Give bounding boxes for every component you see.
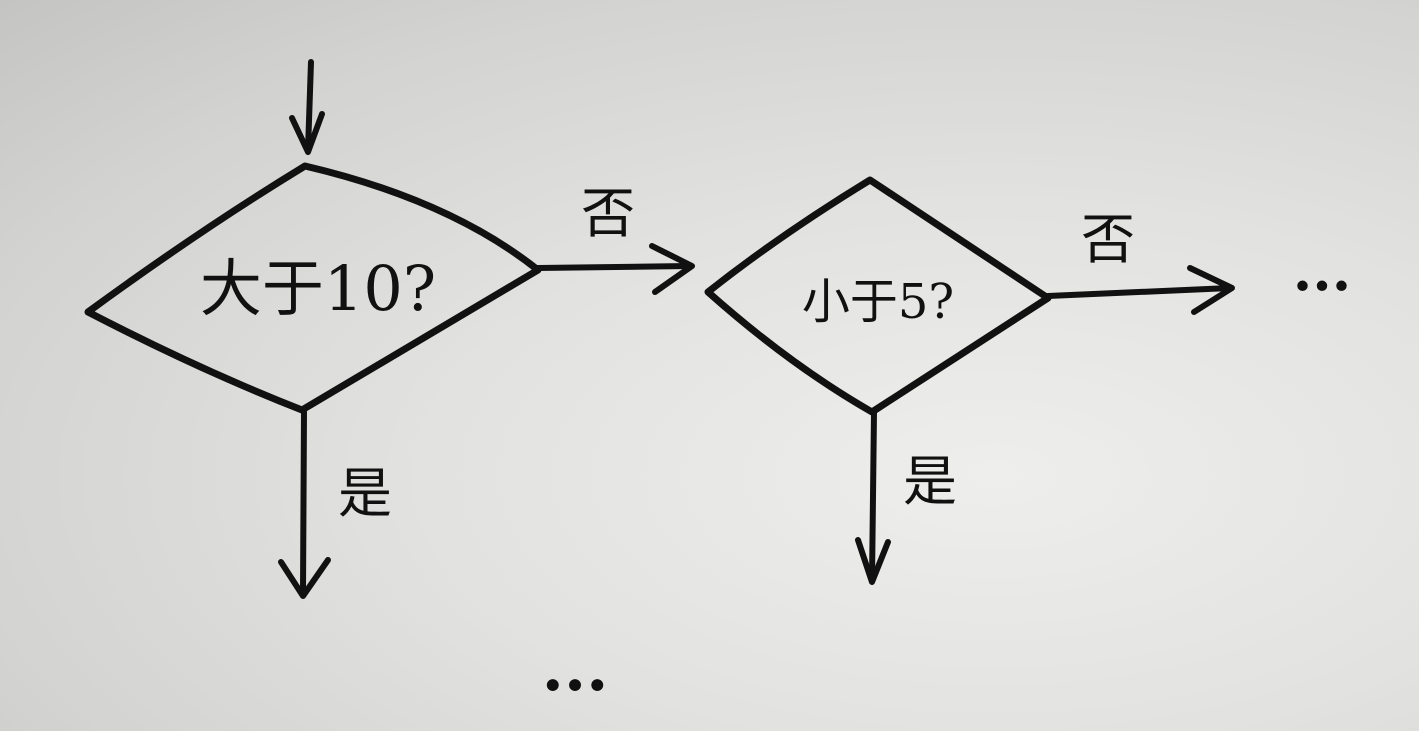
- decision-2-label: 小于5?: [802, 274, 954, 330]
- decision-1-label: 大于10?: [200, 252, 436, 325]
- decision-2-yes-branch: 是: [855, 409, 957, 585]
- decision-node-2: 小于5?: [704, 176, 1052, 416]
- decision-2-no-branch: 否: [1045, 208, 1235, 315]
- decision-1-yes-label: 是: [338, 462, 392, 525]
- decision-2-yes-label: 是: [903, 450, 957, 513]
- ellipsis-bottom: ...: [542, 631, 609, 706]
- entry-arrow: [289, 59, 325, 155]
- decision-1-no-branch: 否: [535, 182, 695, 295]
- ellipsis-right: ...: [1293, 238, 1352, 304]
- decision-1-yes-branch: 是: [278, 409, 392, 599]
- decision-1-no-label: 否: [581, 182, 635, 245]
- decision-node-1: 大于10?: [84, 162, 542, 414]
- decision-2-no-label: 否: [1081, 208, 1135, 271]
